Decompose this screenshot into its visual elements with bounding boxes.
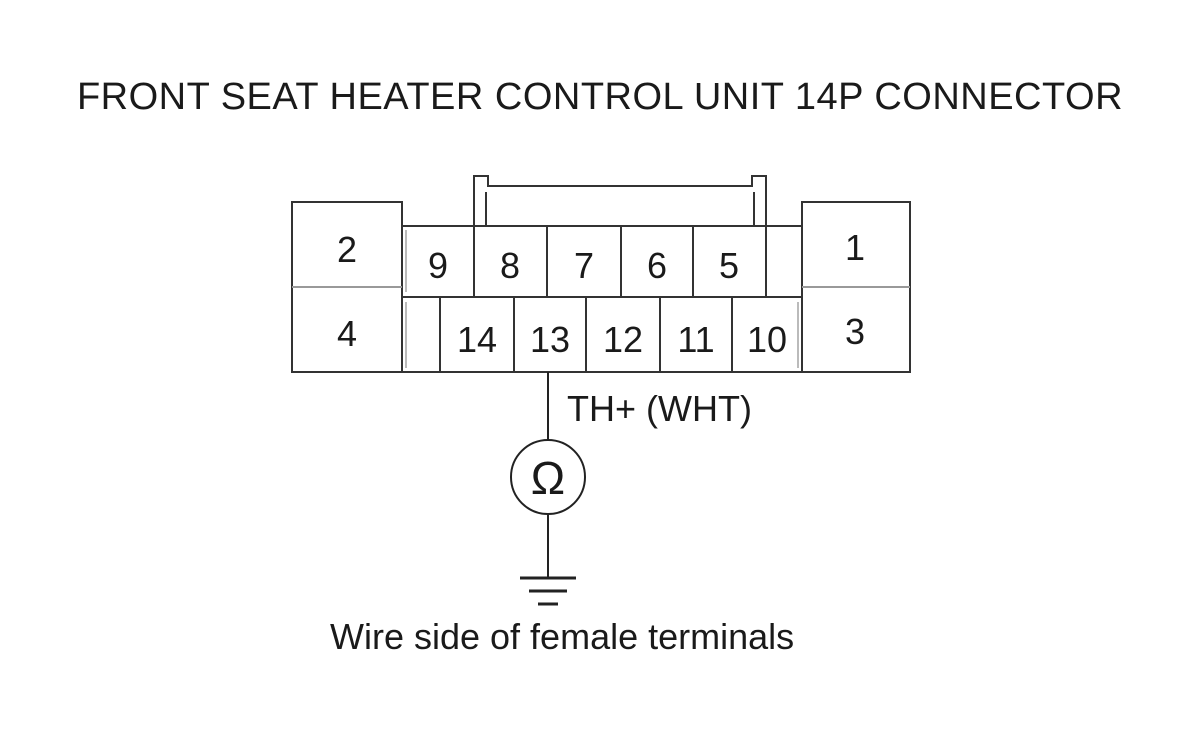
terminal-3: 3 <box>845 311 865 352</box>
terminal-14: 14 <box>457 319 497 360</box>
terminal-13: 13 <box>530 319 570 360</box>
terminal-4: 4 <box>337 313 357 354</box>
ohm-symbol: Ω <box>531 452 565 504</box>
terminal-2: 2 <box>337 229 357 270</box>
terminal-8: 8 <box>500 245 520 286</box>
ground-icon <box>520 576 576 606</box>
terminal-9: 9 <box>428 245 448 286</box>
diagram-caption: Wire side of female terminals <box>330 616 795 657</box>
signal-label: TH+ (WHT) <box>567 388 752 429</box>
terminal-5: 5 <box>719 245 739 286</box>
terminal-11: 11 <box>677 319 714 360</box>
terminal-1: 1 <box>845 227 865 268</box>
terminal-6: 6 <box>647 245 667 286</box>
terminal-12: 12 <box>603 319 643 360</box>
connector-lock-tab <box>473 175 767 226</box>
terminal-7: 7 <box>574 245 594 286</box>
diagram-title: FRONT SEAT HEATER CONTROL UNIT 14P CONNE… <box>76 76 1124 118</box>
terminal-10: 10 <box>747 319 787 360</box>
